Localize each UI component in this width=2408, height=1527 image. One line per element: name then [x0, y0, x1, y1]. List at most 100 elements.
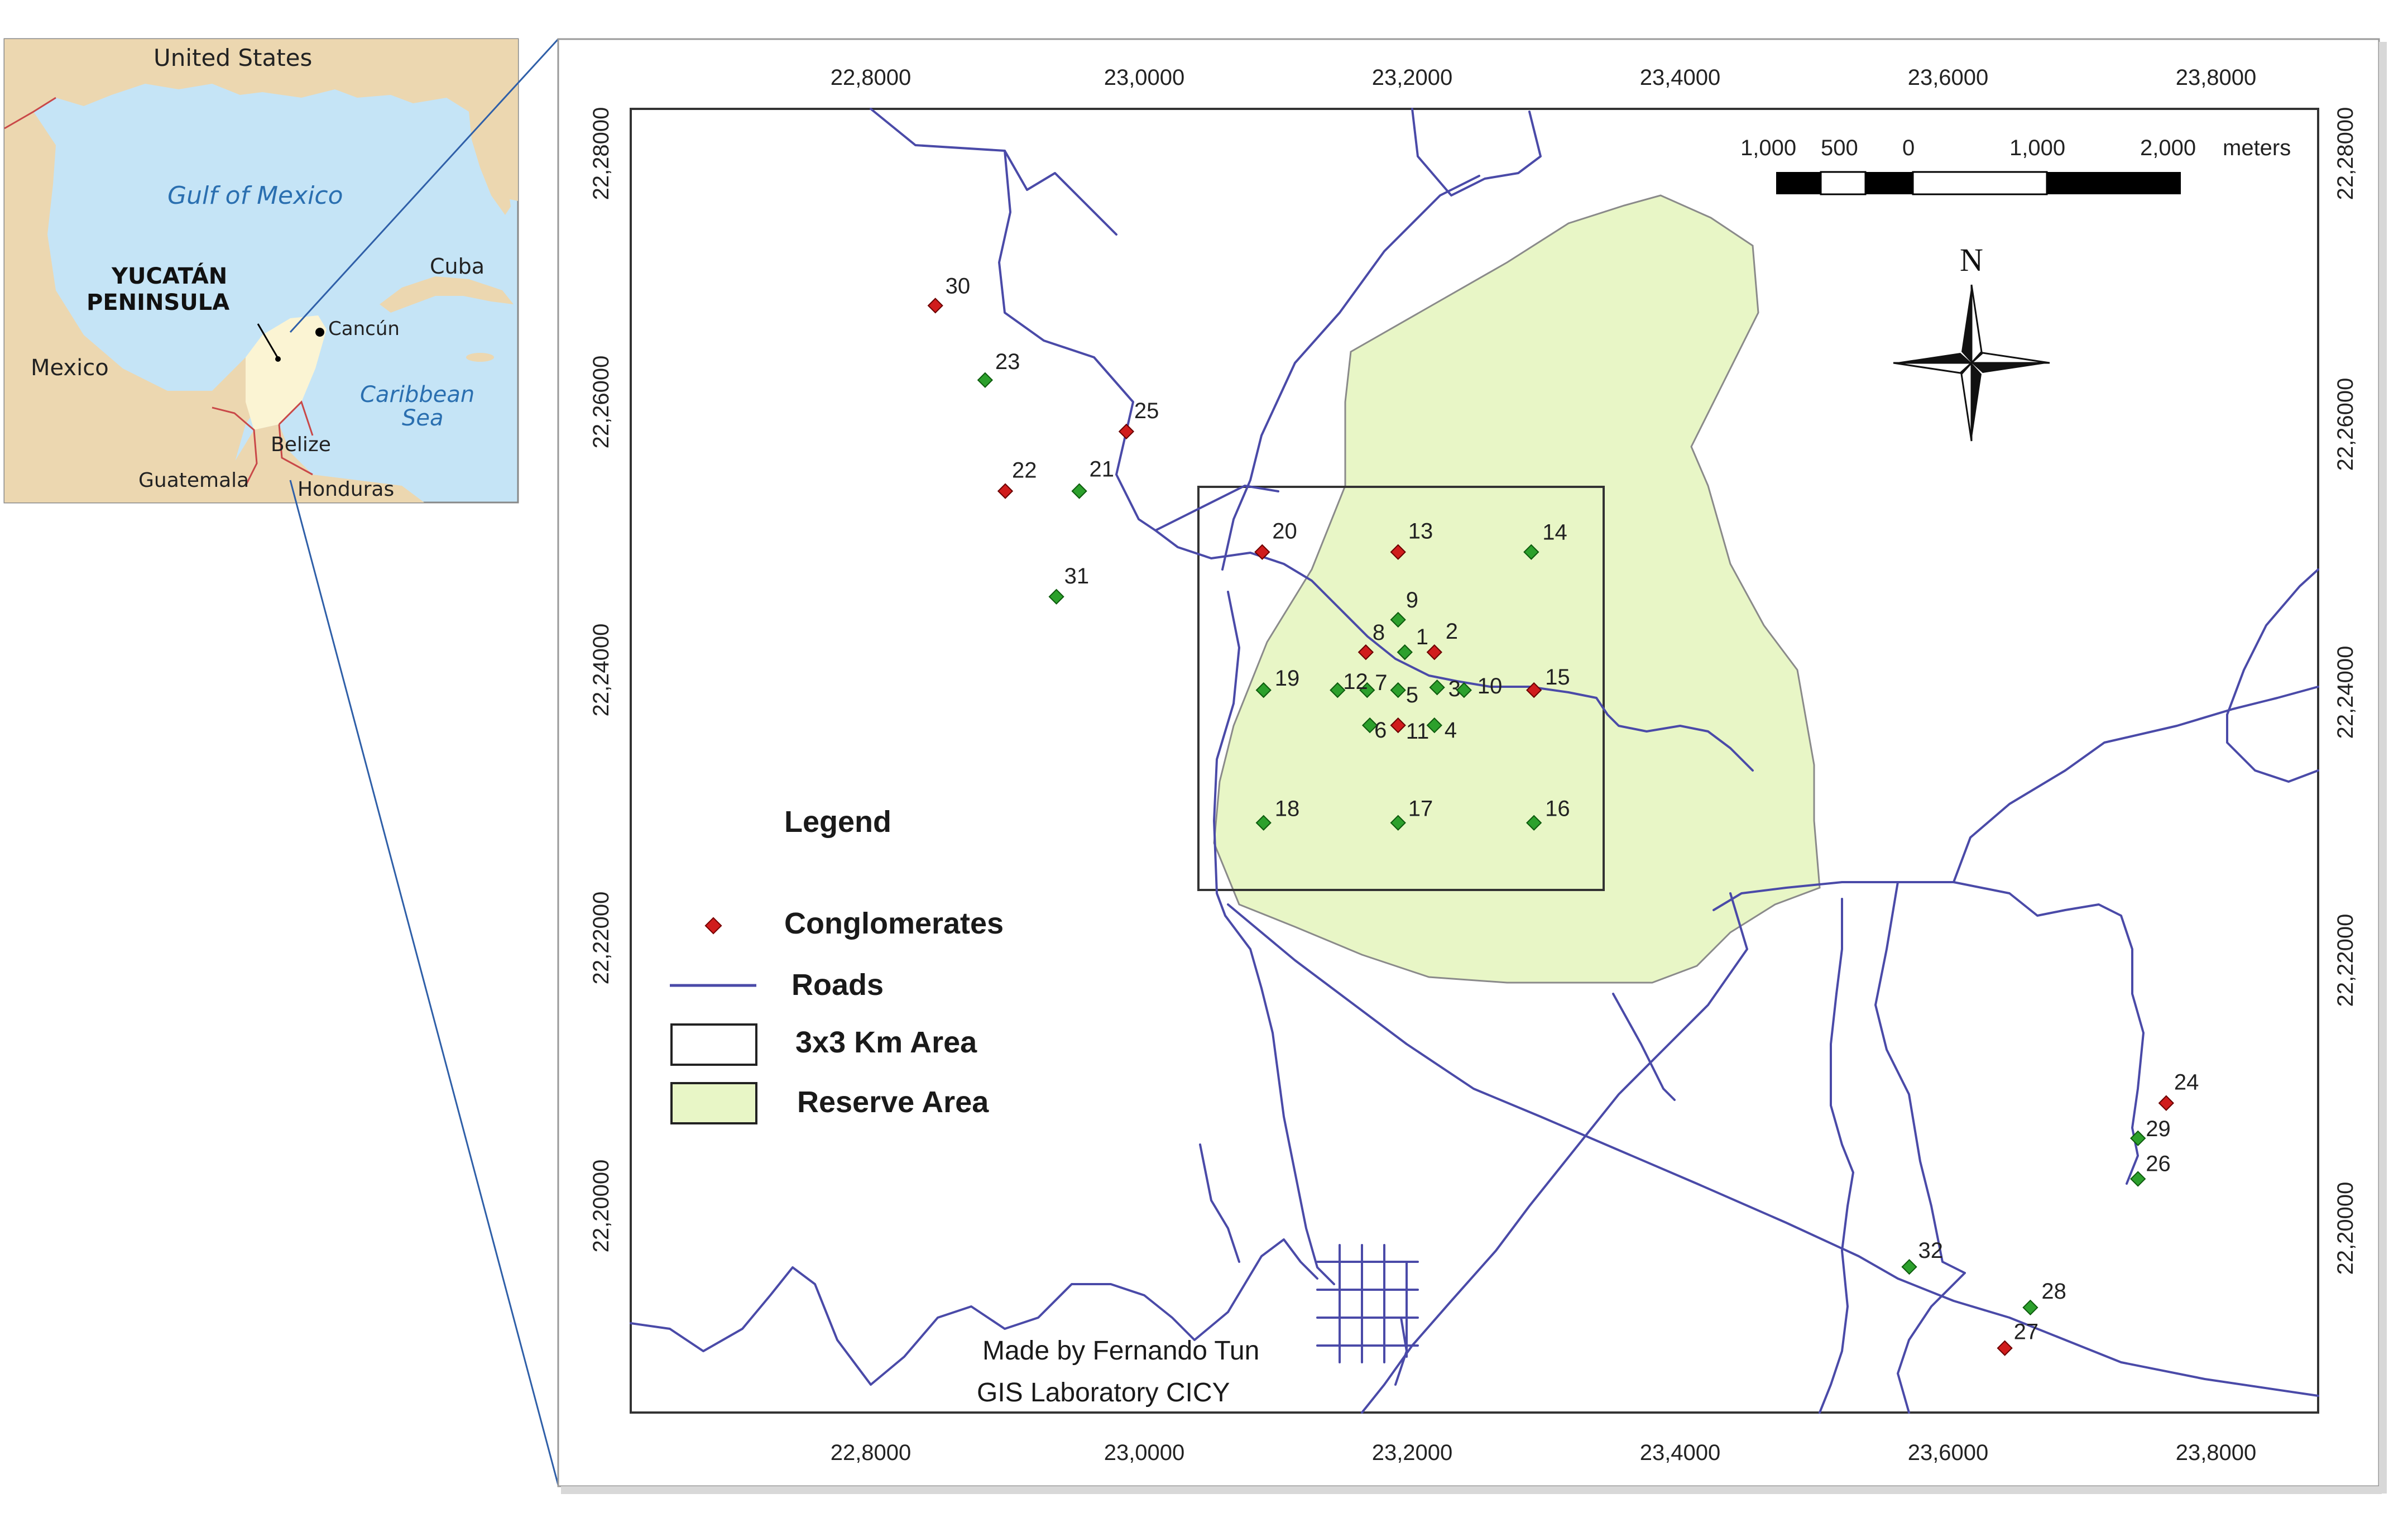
sample-point-11	[1390, 717, 1406, 734]
legend-conglomerates-label: Conglomerates	[784, 907, 1004, 940]
sample-point-label-8: 8	[1373, 620, 1385, 645]
sample-point-label-31: 31	[1064, 564, 1090, 588]
sample-point-label-4: 4	[1445, 718, 1457, 743]
sample-point-25	[1118, 423, 1135, 440]
sample-point-12	[1330, 682, 1346, 698]
sample-point-9	[1390, 611, 1406, 628]
north-label: N	[1960, 242, 1983, 278]
x-axis-bottom: 22,8000 23,0000 23,2000 23,4000 23,6000 …	[831, 1440, 2257, 1465]
y-tick-right-5: 22,20000	[2333, 1182, 2358, 1275]
sample-point-label-20: 20	[1272, 519, 1297, 544]
scale-label-500: 500	[1821, 136, 1858, 160]
sample-point-8	[1358, 644, 1374, 660]
label-cancun: Cancún	[328, 318, 400, 340]
x-tick-top-5: 23,6000	[1908, 65, 1989, 90]
credit-line-1: Made by Fernando Tun	[982, 1336, 1259, 1366]
cuba-island	[380, 276, 514, 313]
sample-point-label-3: 3	[1448, 677, 1461, 701]
x-tick-top-1: 22,8000	[831, 65, 912, 90]
scale-label-meters: meters	[2223, 136, 2291, 160]
sample-point-7	[1359, 682, 1375, 698]
sample-point-28	[2022, 1299, 2038, 1316]
sample-point-label-12: 12	[1343, 669, 1368, 694]
y-tick-right-3: 22,24000	[2333, 646, 2358, 739]
sample-point-label-22: 22	[1012, 458, 1037, 483]
sample-point-17	[1390, 815, 1406, 831]
sample-point-label-26: 26	[2146, 1152, 2171, 1176]
label-mexico: Mexico	[31, 355, 109, 381]
x-tick-bottom-1: 22,8000	[831, 1440, 912, 1465]
sample-point-label-14: 14	[1542, 520, 1567, 545]
x-tick-top-6: 23,8000	[2176, 65, 2257, 90]
sample-point-2	[1426, 644, 1442, 660]
sample-point-label-28: 28	[2041, 1279, 2066, 1304]
sample-point-label-10: 10	[1478, 674, 1503, 698]
sample-point-label-27: 27	[2014, 1320, 2039, 1344]
sample-point-3	[1429, 679, 1445, 696]
legend-title: Legend	[784, 805, 891, 839]
sample-point-label-18: 18	[1275, 797, 1300, 821]
sample-point-29	[2130, 1130, 2146, 1146]
sample-point-label-16: 16	[1545, 797, 1570, 821]
sample-point-6	[1361, 717, 1378, 734]
sample-point-23	[977, 372, 993, 388]
sample-point-label-9: 9	[1406, 588, 1418, 612]
legend-area-label: 3x3 Km Area	[795, 1026, 977, 1059]
study-area-3x3km	[1197, 486, 1605, 891]
sample-point-16	[1526, 815, 1542, 831]
label-yucatan-2: PENINSULA	[87, 290, 229, 315]
label-guatemala: Guatemala	[138, 469, 249, 492]
sample-point-31	[1048, 588, 1064, 605]
sample-point-label-21: 21	[1090, 457, 1115, 482]
sample-point-label-23: 23	[995, 350, 1020, 374]
x-tick-bottom-5: 23,6000	[1908, 1440, 1989, 1465]
x-tick-top-3: 23,2000	[1372, 65, 1453, 90]
legend-conglomerate-marker	[704, 917, 722, 935]
legend-area-symbol	[670, 1023, 757, 1066]
plot-area	[630, 108, 2319, 1414]
sample-point-label-6: 6	[1374, 718, 1387, 743]
sample-point-label-13: 13	[1408, 519, 1433, 544]
credit-line-2: GIS Laboratory CICY	[977, 1378, 1230, 1408]
label-united-states: United States	[154, 44, 312, 71]
y-axis-right: 22,28000 22,26000 22,24000 22,22000 22,2…	[2333, 107, 2358, 1275]
x-tick-bottom-6: 23,8000	[2176, 1440, 2257, 1465]
zoom-connector-bottom	[289, 480, 559, 1486]
y-tick-left-1: 22,28000	[589, 107, 613, 200]
sample-point-label-25: 25	[1134, 399, 1159, 423]
sample-point-label-19: 19	[1275, 666, 1300, 691]
inset-map: United States Gulf of Mexico YUCATÁN PEN…	[3, 38, 519, 504]
legend-reserve-label: Reserve Area	[797, 1085, 989, 1119]
sample-point-5	[1390, 682, 1406, 698]
sample-point-label-11: 11	[1406, 719, 1430, 744]
sample-point-20	[1254, 544, 1270, 560]
sample-point-label-7: 7	[1375, 671, 1387, 695]
legend-roads-label: Roads	[792, 968, 884, 1002]
x-tick-top-4: 23,4000	[1640, 65, 1721, 90]
sample-point-18	[1255, 815, 1272, 831]
y-axis-left: 22,28000 22,26000 22,24000 22,22000 22,2…	[589, 107, 613, 1253]
sample-point-24	[2158, 1095, 2174, 1111]
cancun-marker	[315, 328, 324, 337]
sample-point-label-15: 15	[1545, 665, 1570, 690]
legend: Legend Conglomerates Roads 3x3 Km Area R…	[670, 805, 1004, 1124]
y-tick-left-3: 22,24000	[589, 624, 613, 717]
x-tick-top-2: 23,0000	[1104, 65, 1185, 90]
y-tick-right-2: 22,26000	[2333, 378, 2358, 471]
sample-point-label-32: 32	[1918, 1238, 1944, 1263]
sample-point-4	[1426, 717, 1442, 734]
zoom-connector-top	[289, 38, 559, 333]
sample-point-label-29: 29	[2146, 1117, 2171, 1141]
sample-point-32	[1901, 1258, 1917, 1275]
scale-bar: 1,000 500 0 1,000 2,000 meters	[1740, 136, 2291, 195]
north-arrow-icon: N	[1893, 242, 2050, 442]
sample-point-27	[1997, 1340, 2013, 1356]
y-tick-left-2: 22,26000	[589, 356, 613, 449]
sample-point-label-1: 1	[1416, 625, 1428, 649]
label-cuba: Cuba	[430, 254, 485, 279]
x-tick-bottom-2: 23,0000	[1104, 1440, 1185, 1465]
label-honduras: Honduras	[298, 478, 394, 501]
scale-label-2000: 2,000	[2140, 136, 2196, 160]
